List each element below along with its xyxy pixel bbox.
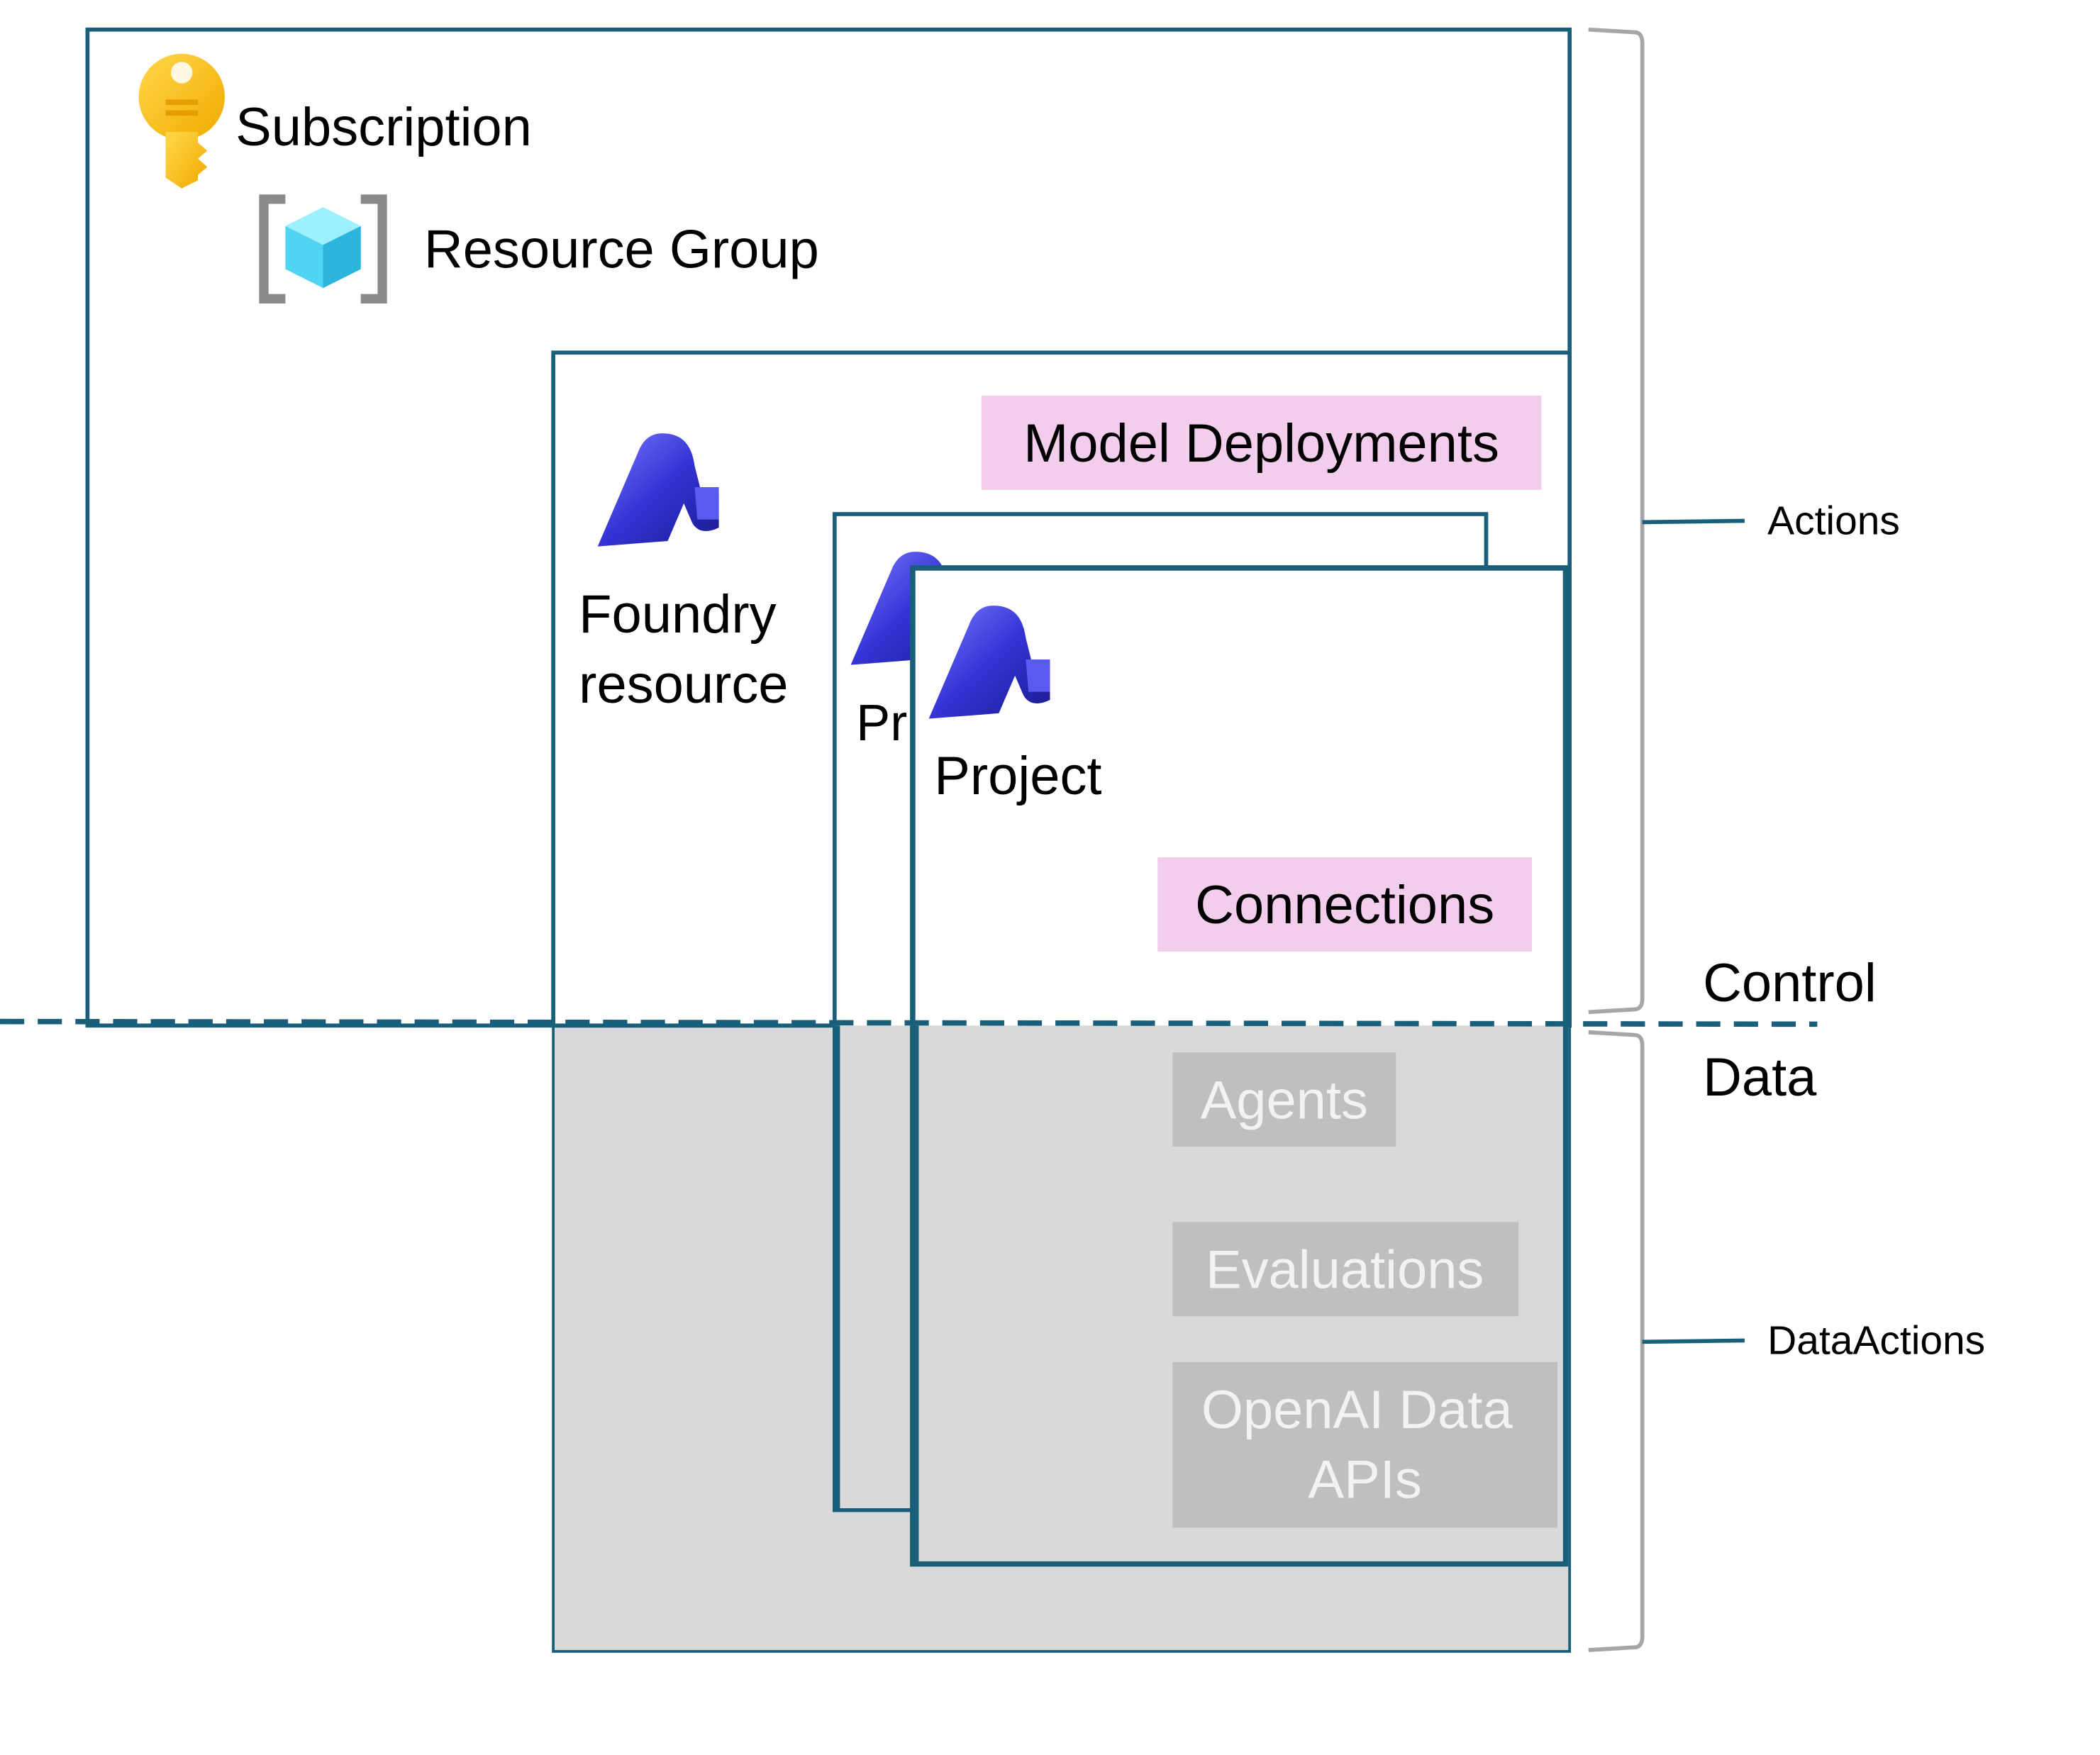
project-front-label: Project <box>934 746 1101 806</box>
connections-box <box>1157 857 1533 952</box>
actions-connector <box>1642 518 1745 525</box>
data-actions-label: DataActions <box>1767 1317 1985 1363</box>
subscription-label: Subscription <box>235 97 532 157</box>
openai-data-apis-label-line1: OpenAI Data <box>1201 1380 1513 1440</box>
actions-label: Actions <box>1767 498 1900 543</box>
evaluations-label: Evaluations <box>1206 1239 1484 1300</box>
control-data-divider <box>0 1018 1818 1027</box>
evaluations-box <box>1172 1222 1519 1317</box>
model-deployments-label: Model Deployments <box>1023 413 1499 474</box>
resource-group-label: Resource Group <box>424 220 819 280</box>
model-deployments-box <box>981 395 1542 490</box>
openai-data-apis-box <box>1172 1361 1558 1528</box>
key-icon <box>138 53 225 189</box>
agents-box <box>1172 1052 1396 1147</box>
data-actions-connector <box>1642 1338 1745 1344</box>
agents-label: Agents <box>1201 1070 1368 1130</box>
foundry-resource-label-line1: Foundry <box>579 584 777 645</box>
foundry-resource-label-line2: resource <box>579 654 788 715</box>
connections-label: Connections <box>1195 875 1494 935</box>
resource-group-cube-icon <box>259 194 387 303</box>
data-plane-label: Data <box>1703 1047 1817 1108</box>
openai-data-apis-label-line2: APIs <box>1308 1450 1421 1510</box>
data-actions-bracket <box>1588 1030 1645 1652</box>
control-plane-label: Control <box>1703 953 1877 1013</box>
actions-bracket <box>1588 27 1645 1015</box>
project-back-label: Pr <box>856 695 907 752</box>
